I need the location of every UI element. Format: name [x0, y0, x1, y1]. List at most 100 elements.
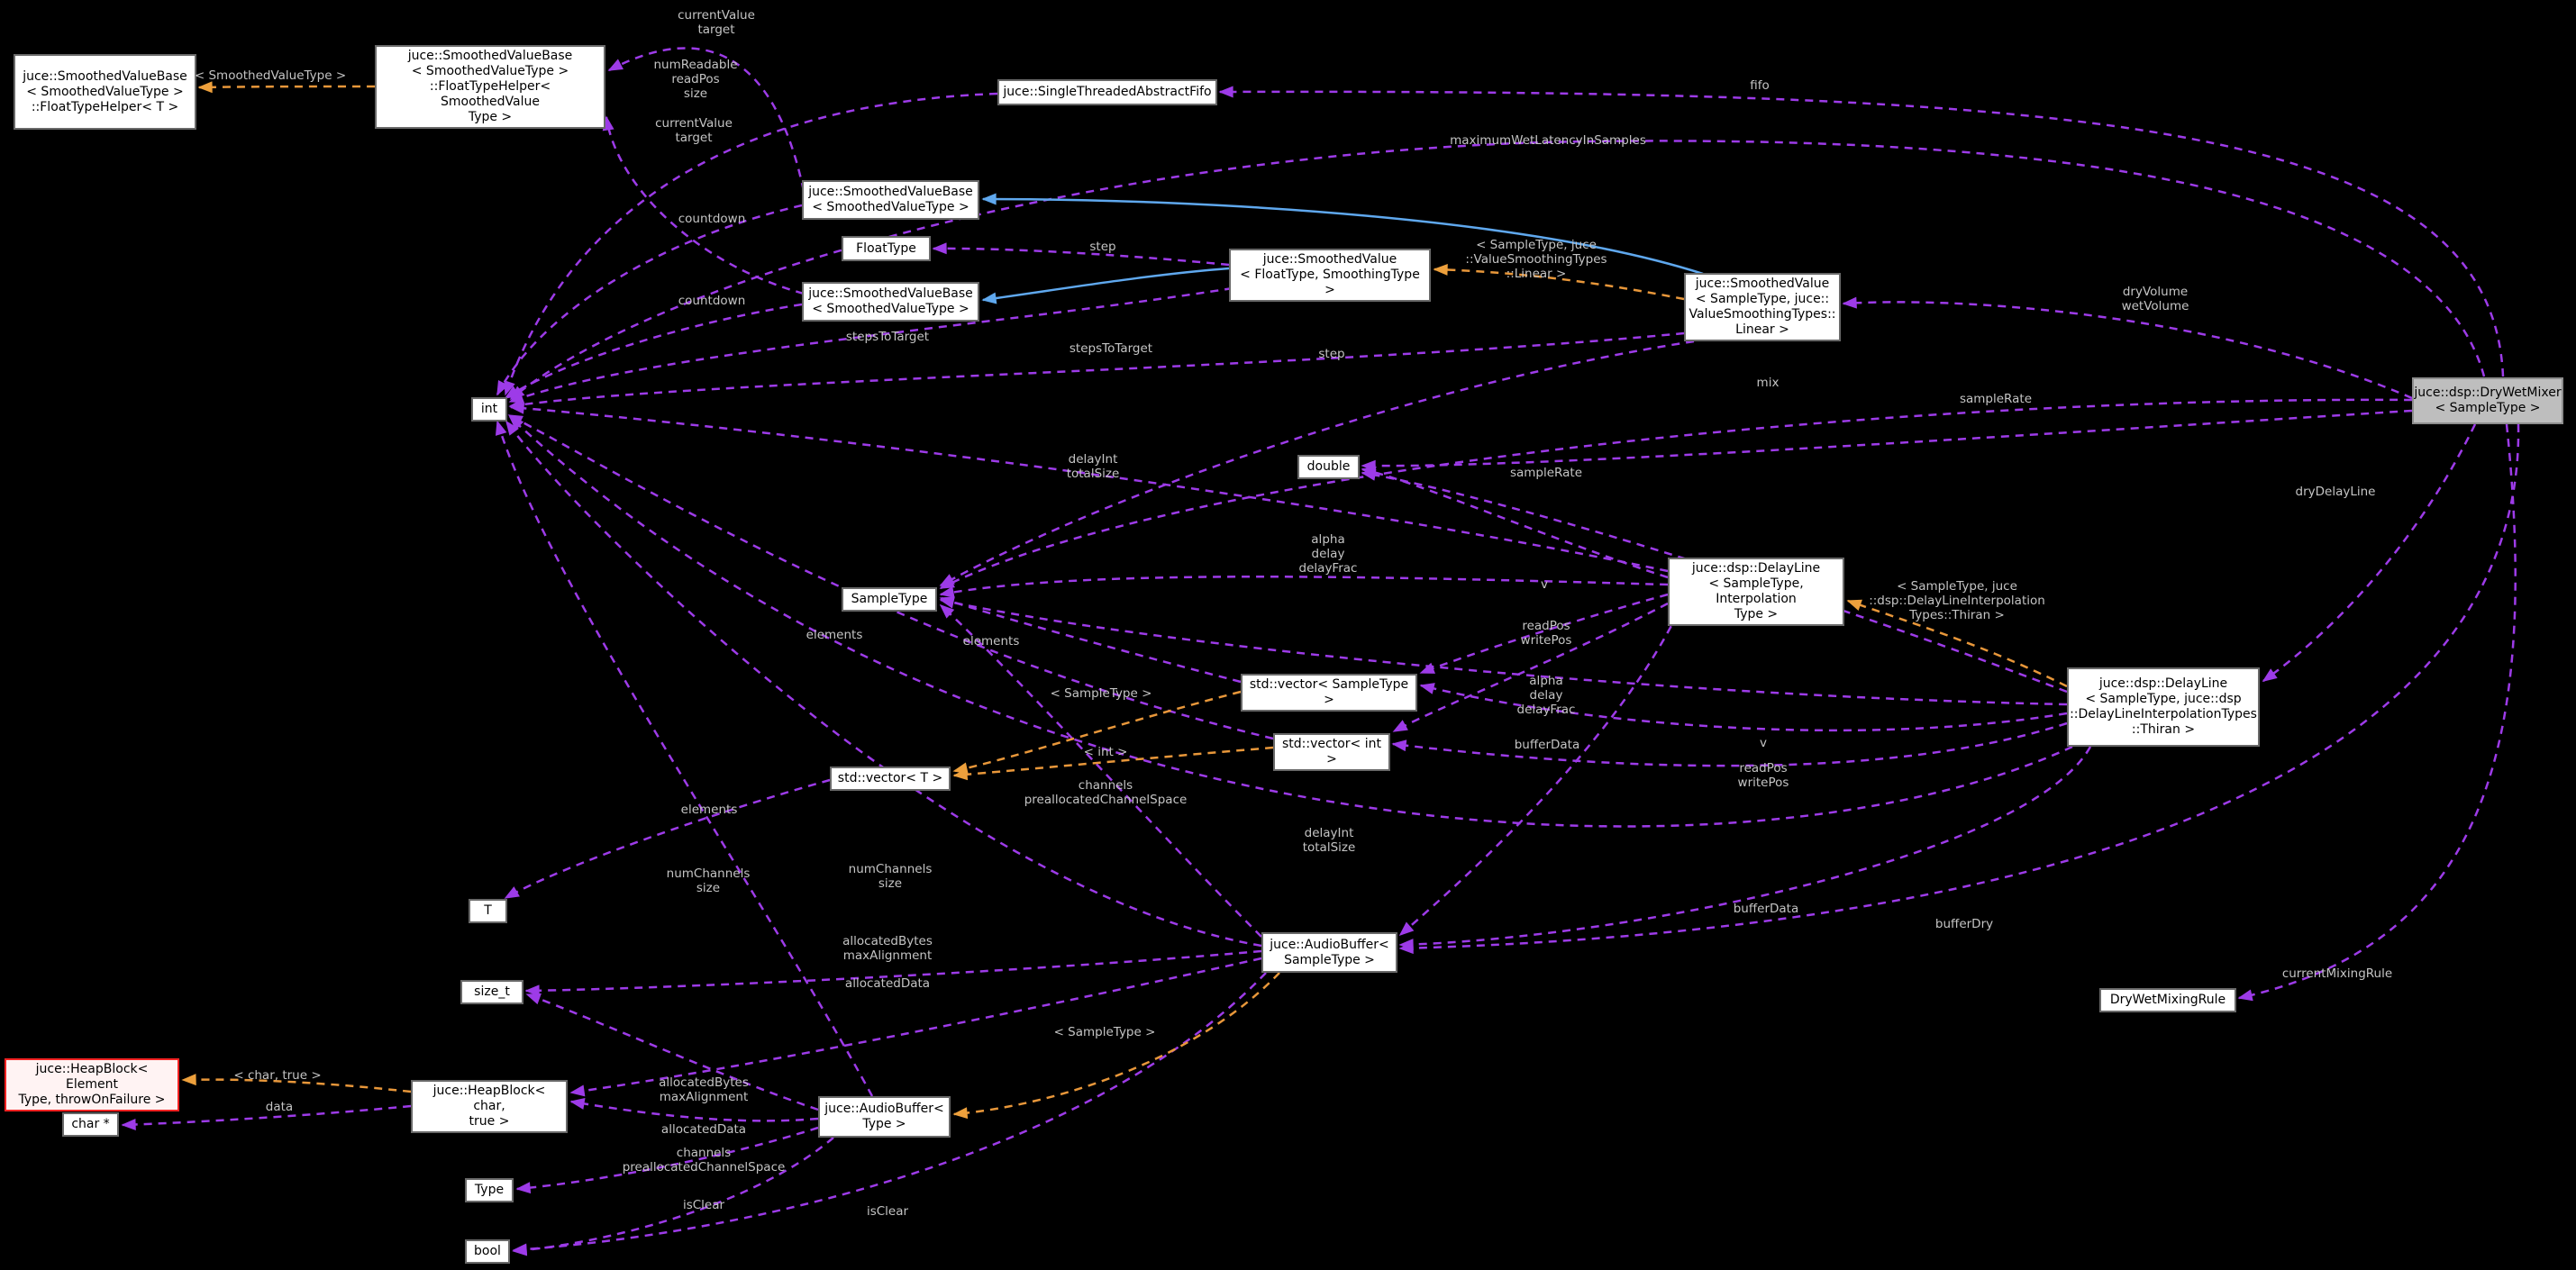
member-edge-label: channels preallocatedChannelSpace [622, 1146, 786, 1175]
member-edge [607, 47, 806, 192]
member-edge [1398, 612, 1679, 937]
member-edge [1361, 409, 2413, 472]
node-fth-svt[interactable]: juce::SmoothedValueBase < SmoothedValueT… [375, 45, 605, 129]
member-edge [602, 115, 805, 295]
node-ab-st[interactable]: juce::AudioBuffer< SampleType > [1261, 932, 1397, 973]
node-size-t-box[interactable]: size_t [460, 980, 523, 1004]
member-edge-label: currentMixingRule [2281, 966, 2393, 981]
member-edge [1398, 423, 2520, 955]
node-drywet[interactable]: juce::dsp::DryWetMixer < SampleType > [2412, 377, 2563, 424]
member-edge-label: allocatedBytes maxAlignment [842, 934, 933, 963]
member-edge [507, 413, 1274, 740]
member-edge-label: stepsToTarget [1069, 341, 1153, 356]
member-edge-label: numChannels size [848, 862, 933, 891]
member-edge [504, 303, 803, 400]
template-edge-label: < SampleType > [1050, 686, 1152, 701]
node-svb2[interactable]: juce::SmoothedValueBase < SmoothedValueT… [802, 282, 979, 322]
node-fth-t[interactable]: juce::SmoothedValueBase < SmoothedValueT… [14, 54, 196, 130]
member-edge [939, 603, 1262, 938]
node-heap-et[interactable]: juce::HeapBlock< Element Type, throwOnFa… [5, 1058, 179, 1111]
member-edge [505, 420, 1262, 948]
node-vec-int[interactable]: std::vector< int > [1273, 733, 1390, 771]
member-edge [504, 778, 831, 900]
member-edge [512, 972, 1267, 1256]
member-edge [504, 92, 998, 396]
member-edge [508, 415, 2073, 828]
member-edge-label: maximumWetLatencyInSamples [1450, 133, 1646, 148]
node-t-box[interactable]: T [469, 899, 507, 923]
node-int-box[interactable]: int [471, 397, 507, 422]
member-edge-label: bufferDry [1934, 917, 1994, 931]
member-edge [525, 993, 819, 1111]
member-edge-label: data [265, 1100, 294, 1114]
member-edge-label: dryVolume wetVolume [2121, 285, 2189, 313]
member-edge [1361, 468, 2068, 694]
template-edge-label: < SampleType, juce ::ValueSmoothingTypes… [1465, 238, 1607, 281]
member-edge [1392, 602, 1669, 733]
member-edge [1398, 746, 2092, 951]
member-edge-label: numChannels size [666, 866, 751, 895]
node-vec-st[interactable]: std::vector< SampleType > [1241, 674, 1417, 712]
member-edge [512, 1137, 834, 1256]
member-edge-label: readPos writePos [1737, 761, 1789, 790]
node-dl-thiran[interactable]: juce::dsp::DelayLine < SampleType, juce:… [2067, 667, 2260, 747]
member-edge-label: currentValue target [678, 8, 755, 37]
node-ab-type[interactable]: juce::AudioBuffer< Type > [818, 1096, 951, 1138]
node-dwmr[interactable]: DryWetMixingRule [2099, 988, 2236, 1012]
member-edge [121, 1104, 412, 1130]
member-edge [932, 242, 1230, 267]
node-charptr[interactable]: char * [62, 1112, 119, 1137]
member-edge-label: bufferData [1733, 902, 1799, 916]
member-edge-label: mix [1756, 376, 1780, 390]
member-edge [524, 949, 1262, 997]
node-sampletype[interactable]: SampleType [842, 587, 937, 612]
member-edge [1842, 296, 2413, 400]
member-edge-label: sampleRate [1959, 392, 2033, 406]
member-edge-label: allocatedBytes maxAlignment [659, 1075, 749, 1104]
member-edge [939, 398, 2413, 590]
node-heap-char[interactable]: juce::HeapBlock< char, true > [411, 1080, 568, 1133]
inheritance-edge [981, 267, 1230, 304]
member-edge [1218, 86, 2505, 377]
member-edge [2262, 423, 2477, 683]
template-edge-label: < SmoothedValueType > [194, 68, 347, 83]
template-edge [1433, 263, 1685, 301]
member-edge-label: v [1541, 577, 1548, 592]
template-edge-label: < SampleType, juce ::dsp::DelayLineInter… [1869, 579, 2045, 622]
member-edge-label: delayInt totalSize [1066, 452, 1120, 481]
member-edge [939, 596, 2068, 706]
template-edge-label: < int > [1083, 745, 1128, 759]
template-edge [952, 690, 1242, 775]
member-edge-label: alpha delay delayFrac [1516, 674, 1576, 717]
node-vec-t[interactable]: std::vector< T > [830, 767, 951, 791]
member-edge [515, 1126, 819, 1194]
member-edge-label: delayInt totalSize [1302, 826, 1356, 855]
member-edge-label: elements [962, 634, 1020, 649]
member-edge-label: elements [806, 628, 863, 642]
member-edge-label: elements [680, 803, 738, 817]
member-edge [939, 596, 1242, 684]
member-edge-label: numReadable readPos size [653, 58, 738, 101]
member-edge-label: readPos writePos [1520, 619, 1572, 648]
member-edge [939, 576, 1669, 598]
member-edge-label: v [1760, 736, 1767, 750]
member-edge [508, 331, 1685, 411]
member-edge-label: dryDelayLine [2295, 485, 2376, 499]
member-edge [1419, 683, 2068, 732]
node-type-box[interactable]: Type [465, 1178, 514, 1202]
node-sv-ft[interactable]: juce::SmoothedValue < FloatType, Smoothi… [1229, 249, 1431, 302]
member-edge [495, 420, 874, 1097]
member-edge [1419, 593, 1669, 675]
node-bool-box[interactable]: bool [465, 1239, 510, 1264]
member-edge-label: allocatedData [660, 1122, 747, 1137]
node-svb1[interactable]: juce::SmoothedValueBase < SmoothedValueT… [802, 180, 979, 220]
node-dl-gen[interactable]: juce::dsp::DelayLine < SampleType, Inter… [1668, 558, 1844, 626]
node-floattype[interactable]: FloatType [842, 236, 931, 261]
node-sv-lin[interactable]: juce::SmoothedValue < SampleType, juce::… [1684, 273, 1841, 341]
node-double-box[interactable]: double [1297, 455, 1360, 479]
member-edge-label: sampleRate [1509, 466, 1583, 480]
node-fifo[interactable]: juce::SingleThreadedAbstractFifo [997, 79, 1217, 105]
member-edge-label: stepsToTarget [845, 330, 930, 344]
member-edge-label: alpha delay delayFrac [1298, 532, 1358, 576]
